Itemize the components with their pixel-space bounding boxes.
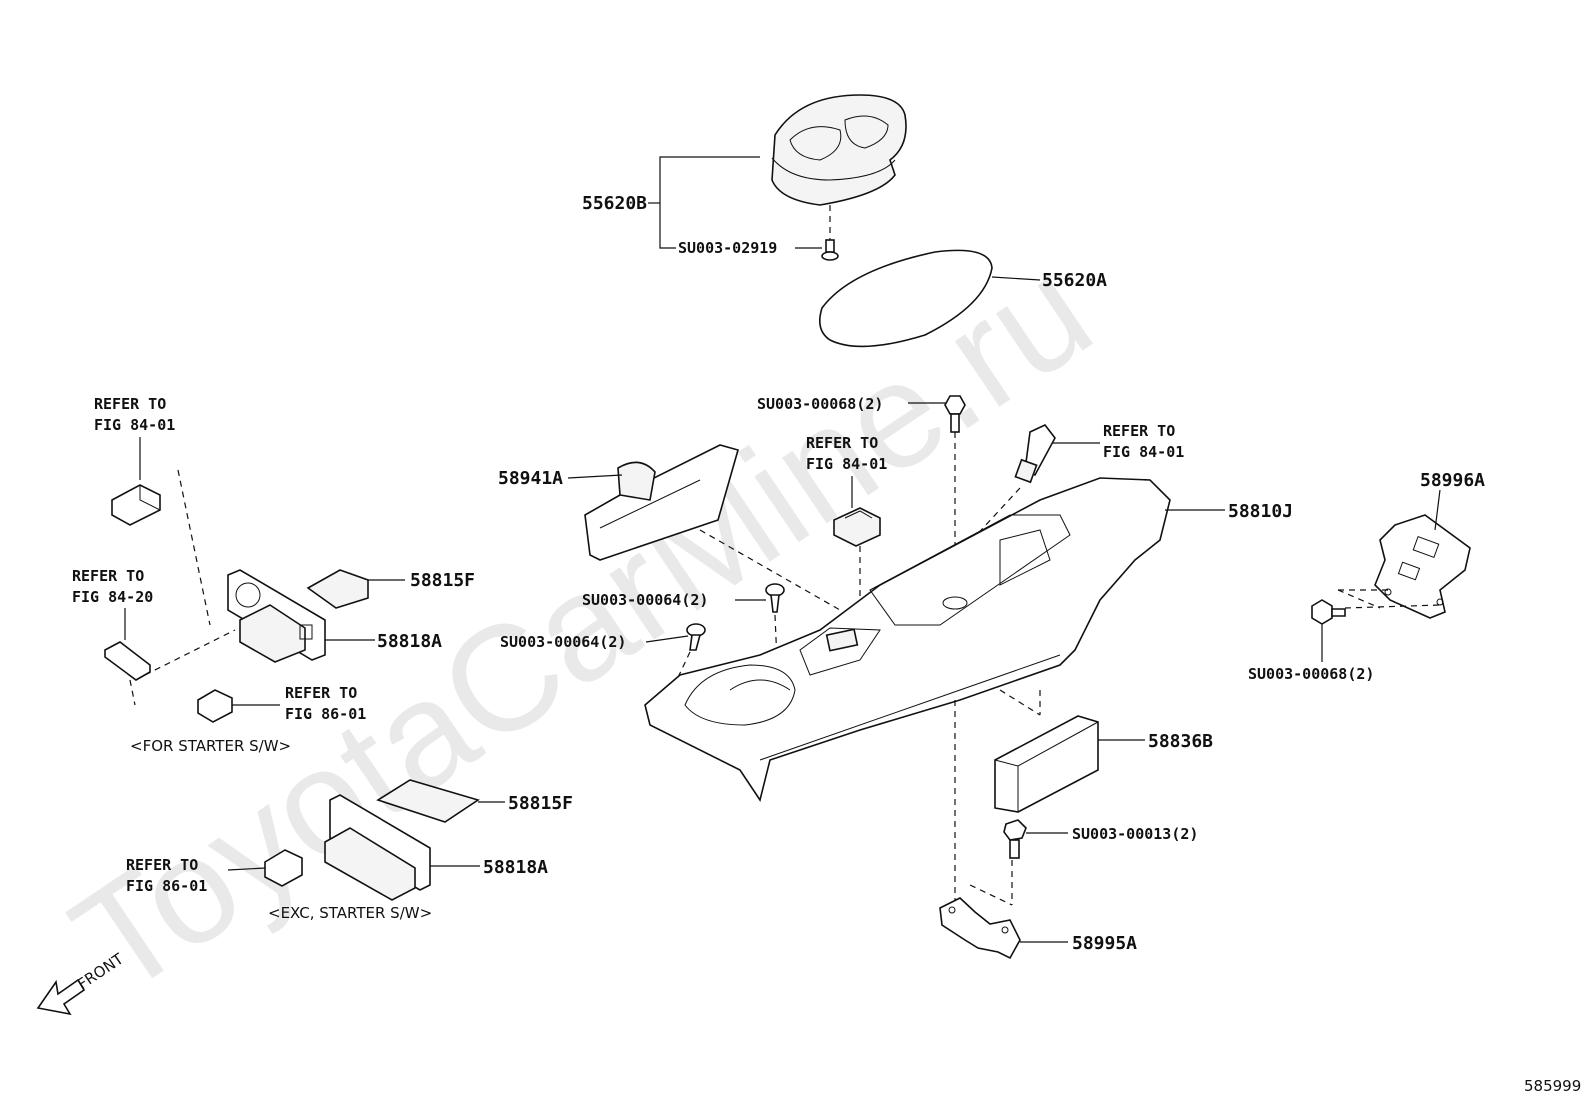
refer-84-20-line1: REFER TO [72,567,144,585]
refer-86-01-a-line1: REFER TO [285,684,357,702]
refer-86-01-b-line2: FIG 86-01 [126,877,207,895]
part-58815F-pad-exc[interactable] [376,779,480,823]
part-55620A-mat[interactable] [819,249,993,348]
note-exc-starter-sw: <EXC, STARTER S/W> [268,904,432,922]
refer-86-01-a-line2: FIG 86-01 [285,705,366,723]
part-58810J-console-box[interactable] [644,477,1171,802]
label-su003-00068-right: SU003-00068(2) [1248,665,1374,683]
front-arrow-icon [36,978,86,1016]
bolt-su003-00013[interactable] [1003,819,1027,859]
label-su003-00068-top: SU003-00068(2) [757,395,883,413]
label-su003-00064-b: SU003-00064(2) [500,633,626,651]
label-55620A: 55620A [1042,270,1107,291]
part-center-switch[interactable] [833,507,881,547]
note-for-starter-sw: <FOR STARTER S/W> [130,737,291,755]
refer-84-01-left-line2: FIG 84-01 [94,416,175,434]
label-55620B: 55620B [582,193,647,214]
part-58815F-pad-starter[interactable] [306,569,369,609]
part-pin-84-20[interactable] [104,641,151,681]
refer-84-01-left-line1: REFER TO [94,395,166,413]
label-58995A: 58995A [1072,933,1137,954]
screw-su003-00064-a[interactable] [765,583,785,613]
screw-su003-00068-right[interactable] [1311,599,1346,625]
part-switch-86-01-b[interactable] [264,849,303,887]
label-58815F-starter: 58815F [410,570,475,591]
part-58836B-pad[interactable] [994,715,1099,813]
label-su003-00013: SU003-00013(2) [1072,825,1198,843]
figure-id: 585999 [1524,1077,1581,1095]
part-58996A-bracket[interactable] [1374,514,1471,619]
label-58818A-exc: 58818A [483,857,548,878]
label-su003-00064-a: SU003-00064(2) [582,591,708,609]
part-58818A-bezel-exc[interactable] [324,794,431,901]
part-switch-86-01-a[interactable] [197,689,233,723]
label-58996A: 58996A [1420,470,1485,491]
refer-84-01-center-line1: REFER TO [806,434,878,452]
label-58836B: 58836B [1148,731,1213,752]
part-58995A-bracket[interactable] [939,897,1021,960]
screw-su003-02919[interactable] [821,239,839,261]
part-55620B-cup-holder[interactable] [771,94,907,206]
label-58941A: 58941A [498,468,563,489]
label-58815F-exc: 58815F [508,793,573,814]
part-58818A-bezel-starter[interactable] [227,569,326,663]
refer-84-01-right-line1: REFER TO [1103,422,1175,440]
part-switch-plug-84-01[interactable] [111,484,161,526]
label-su003-02919: SU003-02919 [678,239,777,257]
part-shift-knob-plug[interactable] [1014,424,1056,484]
screw-su003-00068-top[interactable] [944,395,966,433]
refer-84-01-center-line2: FIG 84-01 [806,455,887,473]
refer-84-01-right-line2: FIG 84-01 [1103,443,1184,461]
screw-su003-00064-b[interactable] [686,623,706,651]
label-58810J: 58810J [1228,501,1293,522]
part-58941A-cover[interactable] [584,444,739,561]
refer-84-20-line2: FIG 84-20 [72,588,153,606]
refer-86-01-b-line1: REFER TO [126,856,198,874]
label-58818A-starter: 58818A [377,631,442,652]
